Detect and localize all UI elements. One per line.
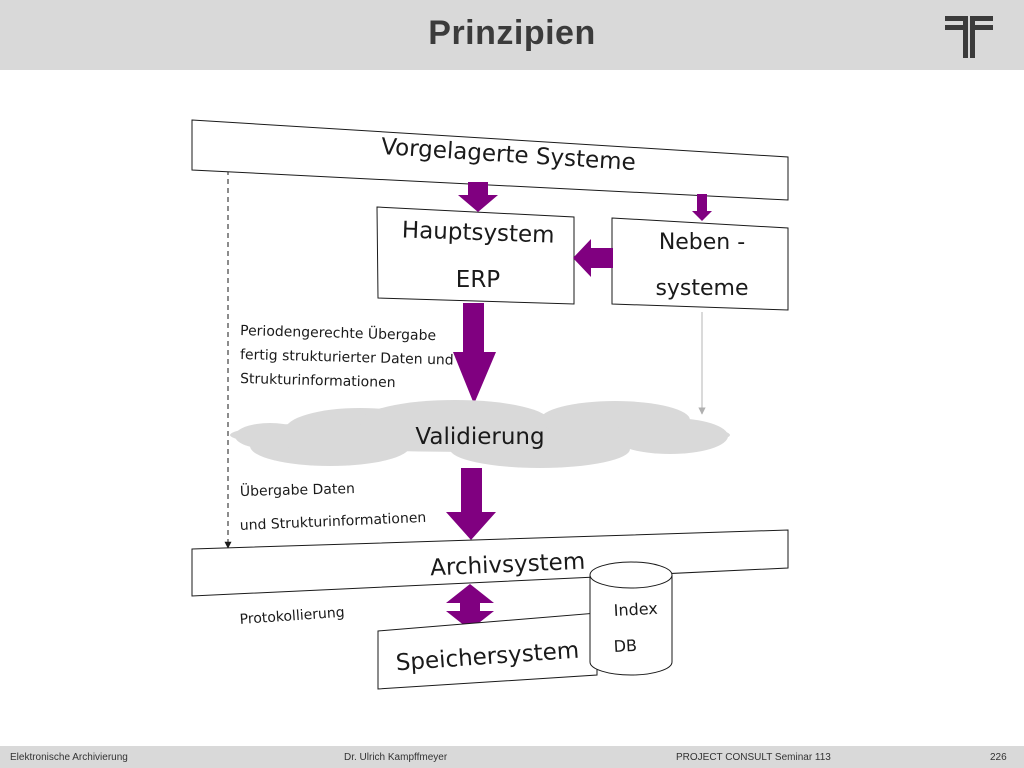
validation-label: Validierung [415, 424, 544, 450]
index-db-label-line1: Index [613, 599, 658, 620]
pc-logo-icon [945, 16, 993, 58]
secondary-systems-box [611, 217, 789, 311]
logging-label: Protokollierung [239, 605, 345, 628]
footer-seminar: PROJECT CONSULT Seminar 113 [676, 752, 831, 763]
data-transfer-line1: Übergabe Daten [240, 479, 355, 500]
storage-system-box [377, 612, 598, 690]
index-db-cylinder [589, 561, 673, 676]
arrow-upstream-to-main [458, 182, 498, 212]
arrow-validation-to-archive [446, 468, 496, 540]
footer-author: Dr. Ulrich Kampffmeyer [344, 752, 448, 763]
page-title: Prinzipien [428, 14, 596, 52]
main-system-box [376, 206, 575, 305]
secondary-systems-label-line2: systeme [655, 276, 748, 301]
footer-bar: Elektronische Archivierung Dr. Ulrich Ka… [0, 746, 1024, 768]
arrow-main-to-validation [453, 303, 496, 404]
periodic-transfer-line1: Periodengerechte Übergabe [240, 321, 436, 344]
archive-system-band [191, 529, 789, 597]
footer-page-number: 226 [990, 752, 1007, 763]
periodic-transfer-line3: Strukturinformationen [240, 371, 396, 391]
periodic-transfer-line2: fertig strukturierter Daten und [240, 347, 454, 369]
upstream-systems-band [191, 119, 789, 201]
arrow-secondary-to-main [573, 239, 613, 277]
arrow-archive-storage-bidirectional [446, 584, 494, 630]
secondary-systems-label-line1: Neben - [659, 230, 745, 255]
header-bar: Prinzipien [0, 0, 1024, 70]
erp-label: ERP [456, 267, 501, 293]
data-transfer-line2: und Strukturinformationen [239, 510, 426, 534]
arrow-upstream-to-secondary [692, 194, 712, 221]
validation-cloud [230, 400, 730, 468]
index-db-label-line2: DB [613, 636, 637, 656]
archiving-principles-diagram: Vorgelagerte Systeme Hauptsystem ERP Neb… [191, 119, 789, 690]
footer-course-title: Elektronische Archivierung [10, 752, 128, 763]
main-system-label: Hauptsystem [401, 217, 555, 248]
